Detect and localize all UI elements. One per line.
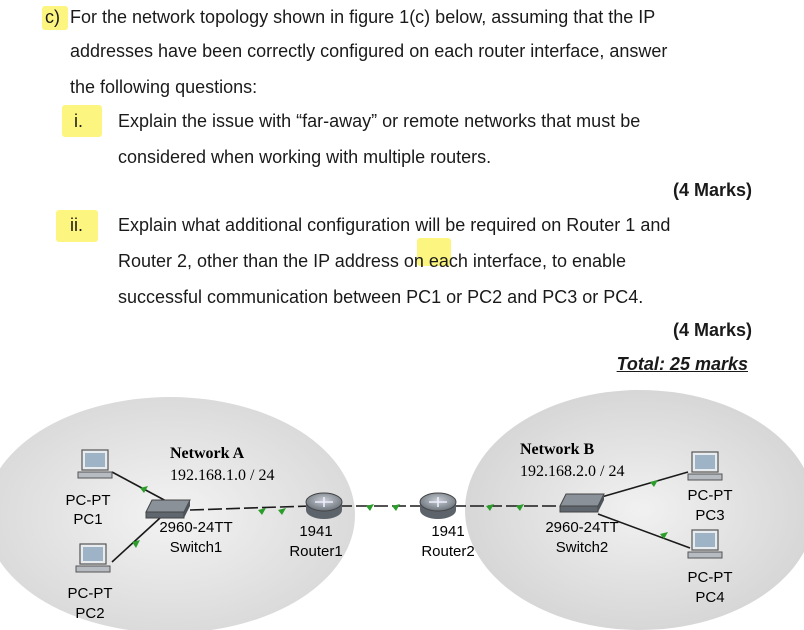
network-b-name: Network B <box>520 441 595 458</box>
router1-icon <box>305 492 343 519</box>
network-a-subnet: 192.168.1.0 / 24 <box>170 467 274 484</box>
item-ii-numeral: ii. <box>70 215 83 235</box>
router2-name-label: Router2 <box>421 543 474 560</box>
pc4-icon <box>687 529 723 559</box>
link-switch2-pc3 <box>597 471 689 499</box>
router2-icon <box>419 492 457 519</box>
pc3-type-label: PC-PT <box>688 487 733 504</box>
pc2-type-label: PC-PT <box>68 585 113 602</box>
highlight-word-on <box>417 238 451 266</box>
pc3-name-label: PC3 <box>695 507 724 524</box>
pc1-name-label: PC1 <box>73 511 102 528</box>
network-diagram: Network A 192.168.1.0 / 24 Network B 192… <box>0 390 804 630</box>
item-ii-line-3: successful communication between PC1 or … <box>118 287 644 307</box>
total-marks: Total: 25 marks <box>616 354 748 374</box>
router1-model-label: 1941 <box>299 523 332 540</box>
link-pc2-switch1 <box>111 517 161 563</box>
switch2-model-label: 2960-24TT <box>545 519 618 536</box>
link-switch1-router1 <box>189 505 311 511</box>
pc1-type-label: PC-PT <box>66 492 111 509</box>
switch1-name-label: Switch1 <box>170 539 223 556</box>
intro-line-2: addresses have been correctly configured… <box>70 41 668 61</box>
highlight-part-label <box>42 6 68 30</box>
switch2-name-label: Switch2 <box>556 539 609 556</box>
item-ii-line-1: Explain what additional configuration wi… <box>118 215 671 235</box>
network-b-subnet: 192.168.2.0 / 24 <box>520 463 624 480</box>
item-i-line-2: considered when working with multiple ro… <box>118 147 492 167</box>
intro-line-1: For the network topology shown in figure… <box>70 7 656 27</box>
item-i-numeral: i. <box>74 111 83 131</box>
pc2-icon <box>75 543 111 573</box>
router1-name-label: Router1 <box>289 543 342 560</box>
switch2-icon <box>559 493 605 513</box>
item-i-marks: (4 Marks) <box>672 180 752 200</box>
item-ii-line-2: Router 2, other than the IP address on e… <box>118 251 627 271</box>
network-a-name: Network A <box>170 445 245 462</box>
network-b-cloud <box>465 390 804 630</box>
router2-model-label: 1941 <box>431 523 464 540</box>
pc2-name-label: PC2 <box>75 605 104 622</box>
item-ii-marks: (4 Marks) <box>672 320 752 340</box>
highlight-numeral-ii <box>56 210 98 242</box>
highlight-numeral-i <box>62 105 102 137</box>
pc1-icon <box>77 449 113 479</box>
pc3-icon <box>687 451 723 481</box>
link-switch2-pc4 <box>597 513 691 549</box>
link-pc1-switch1 <box>111 471 169 503</box>
pc4-type-label: PC-PT <box>688 569 733 586</box>
pc4-name-label: PC4 <box>695 589 724 606</box>
switch1-model-label: 2960-24TT <box>159 519 232 536</box>
switch1-icon <box>145 499 191 519</box>
intro-line-3: the following questions: <box>70 77 258 97</box>
part-label: c) <box>45 7 60 27</box>
item-i-line-1: Explain the issue with “far-away” or rem… <box>118 111 641 131</box>
